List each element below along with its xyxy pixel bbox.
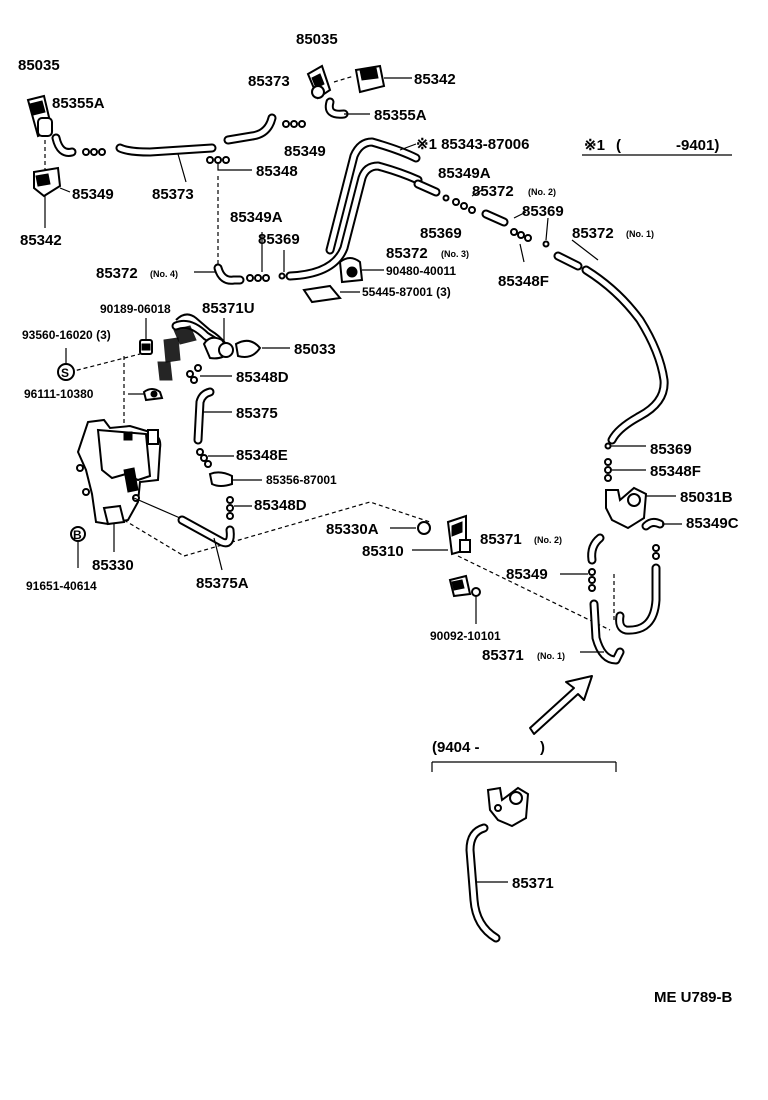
top-bracket-assembly xyxy=(223,64,412,145)
label-96111: 96111-10380 xyxy=(24,387,94,401)
label-85356: 85356-87001 xyxy=(266,473,337,487)
label-85349-left: 85349 xyxy=(72,186,114,203)
label-85033: 85033 xyxy=(294,341,336,358)
note-mark: ※1 xyxy=(584,137,605,154)
label-85349c: 85349C xyxy=(686,515,739,532)
qualifier-no2-bottom: (No. 2) xyxy=(534,535,562,545)
label-85372-no4: 85372 xyxy=(96,265,138,282)
qualifier-no1-bottom: (No. 1) xyxy=(537,651,565,661)
label-85371-inset: 85371 xyxy=(512,875,554,892)
center-hoses xyxy=(133,387,262,571)
inset-range-close: ) xyxy=(540,739,545,756)
qualifier-no4: (No. 4) xyxy=(150,269,178,279)
label-85373-top: 85373 xyxy=(248,73,290,90)
label-91651: 91651-40614 xyxy=(26,579,97,593)
label-85348e: 85348E xyxy=(236,447,288,464)
label-85348d-top: 85348D xyxy=(236,369,289,386)
inset-valve-hose xyxy=(465,786,530,943)
inset-range-label: (9404 - ) xyxy=(432,739,545,756)
label-85342-top: 85342 xyxy=(414,71,456,88)
label-85355a-left: 85355A xyxy=(52,95,105,112)
label-85375: 85375 xyxy=(236,405,278,422)
label-85372-no2-top: 85372 xyxy=(472,183,514,200)
label-85342-left: 85342 xyxy=(20,232,62,249)
label-85035-left: 85035 xyxy=(18,57,60,74)
connector-chain xyxy=(413,179,550,263)
label-85371u: 85371U xyxy=(202,300,255,317)
inset-range-start: (9404 - xyxy=(432,739,480,756)
label-85369-right: 85369 xyxy=(522,203,564,220)
callout-labels: 85035 85355A 85349 85342 85373 85348 850… xyxy=(18,31,739,892)
label-85369-left: 85369 xyxy=(258,231,300,248)
label-85371-no2: 85371 xyxy=(480,531,522,548)
symbol-b: B xyxy=(73,528,82,542)
label-85372-no3: 85372 xyxy=(386,245,428,262)
label-85375a: 85375A xyxy=(196,575,249,592)
label-93560: 93560-16020 (3) xyxy=(22,328,111,342)
label-85348: 85348 xyxy=(256,163,298,180)
clamp-and-pad xyxy=(302,257,384,304)
label-85031b: 85031B xyxy=(680,489,733,506)
hose-85373-left xyxy=(115,143,252,183)
direction-arrow xyxy=(529,675,593,735)
qualifier-no3: (No. 3) xyxy=(441,249,469,259)
hose-85372-no4 xyxy=(194,176,286,285)
label-85372-no1: 85372 xyxy=(572,225,614,242)
label-85348d-bottom: 85348D xyxy=(254,497,307,514)
label-85330a: 85330A xyxy=(326,521,379,538)
label-85355a-top: 85355A xyxy=(374,107,427,124)
applicability-note: ※1 ( -9401) xyxy=(582,137,732,156)
label-85373-left: 85373 xyxy=(152,186,194,203)
label-85369-right-lower: 85369 xyxy=(650,441,692,458)
pump-and-grommet xyxy=(390,514,611,631)
label-85369-center: 85369 xyxy=(420,225,462,242)
hose-85372-no1 xyxy=(553,239,669,445)
label-85371-no1: 85371 xyxy=(482,647,524,664)
hose-85343 xyxy=(285,137,423,281)
washer-tank-assembly xyxy=(57,313,431,568)
label-90092: 90092-10101 xyxy=(430,629,501,643)
symbol-s: S xyxy=(61,366,69,380)
qualifier-no1-top: (No. 1) xyxy=(626,229,654,239)
inset-bracket xyxy=(431,761,617,772)
label-85035-top: 85035 xyxy=(296,31,338,48)
label-85330: 85330 xyxy=(92,557,134,574)
qualifier-no2-top: (No. 2) xyxy=(528,187,556,197)
label-85348f-right: 85348F xyxy=(650,463,701,480)
label-55445: 55445-87001 (3) xyxy=(362,285,451,299)
label-85349a-right: 85349A xyxy=(438,165,491,182)
right-hoses-and-valve xyxy=(560,442,682,665)
label-90480: 90480-40011 xyxy=(386,264,456,278)
label-85349a-left: 85349A xyxy=(230,209,283,226)
label-85343: ※1 85343-87006 xyxy=(416,136,530,153)
label-85349-top: 85349 xyxy=(284,143,326,160)
left-bracket-assembly xyxy=(26,94,106,228)
label-85348f-top: 85348F xyxy=(498,273,549,290)
label-85310: 85310 xyxy=(362,543,404,560)
note-range: -9401) xyxy=(676,137,719,154)
label-85349-center: 85349 xyxy=(506,566,548,583)
note-open: ( xyxy=(616,137,621,154)
diagram-code: ME U789-B xyxy=(654,989,733,1006)
label-90189: 90189-06018 xyxy=(100,302,171,316)
